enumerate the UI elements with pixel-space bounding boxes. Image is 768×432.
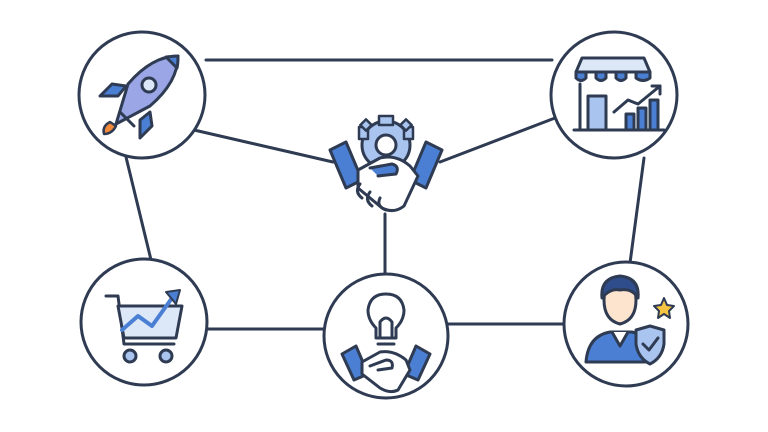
edges xyxy=(124,58,646,331)
node-cart-growth xyxy=(79,257,209,387)
node-rocket xyxy=(77,30,207,160)
edge-storefront-partnership xyxy=(438,116,557,164)
node-idea-deal xyxy=(322,272,450,400)
lightbulb-handshake-icon xyxy=(340,292,432,394)
node-ring xyxy=(549,30,679,160)
user-shield-star-icon xyxy=(584,274,675,366)
node-partnership xyxy=(328,114,444,213)
node-trusted-expert xyxy=(562,260,690,388)
shopping-cart-chart-icon xyxy=(104,289,184,364)
storefront-growth-icon xyxy=(572,56,666,132)
node-storefront-growth xyxy=(549,30,679,160)
rocket-icon xyxy=(98,54,180,140)
handshake-gear-icon xyxy=(328,114,444,213)
edge-rocket-cart xyxy=(124,155,154,266)
edge-rocket-partnership xyxy=(192,128,335,164)
edge-storefront-expert xyxy=(628,156,646,265)
